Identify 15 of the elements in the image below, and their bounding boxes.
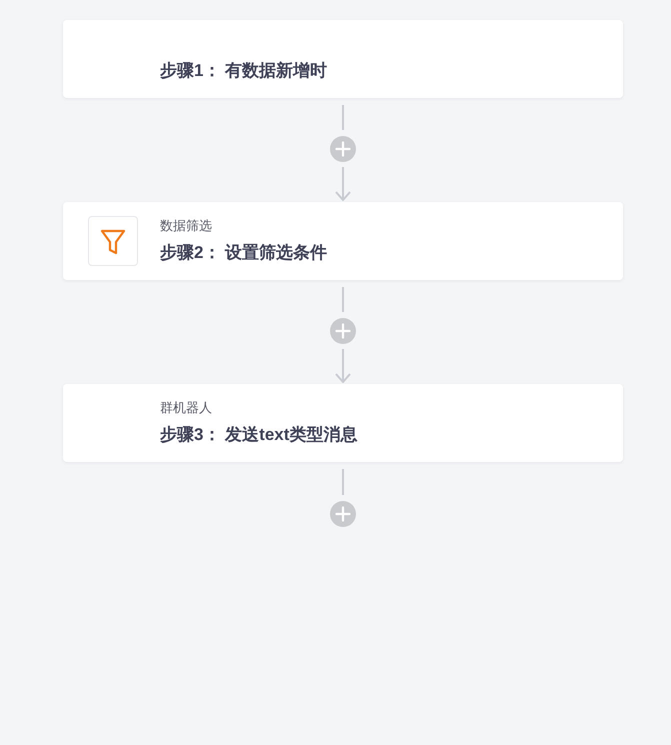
step-subtitle: 数据筛选 xyxy=(160,218,212,234)
step-card xyxy=(63,384,623,462)
step-title: 步骤2： 设置筛选条件 xyxy=(160,242,328,264)
add-step-icon xyxy=(330,501,356,527)
connector-line xyxy=(342,105,344,130)
add-step-icon xyxy=(330,318,356,344)
step-title: 步骤3： 发送text类型消息 xyxy=(160,424,358,446)
add-step-icon xyxy=(330,136,356,162)
arrow xyxy=(335,349,351,383)
connector-line xyxy=(342,287,344,312)
connector-line xyxy=(342,469,344,495)
step-card xyxy=(63,202,623,280)
step-title: 步骤1： 有数据新增时 xyxy=(160,60,328,82)
step-subtitle: 群机器人 xyxy=(160,400,212,416)
arrow xyxy=(335,167,351,201)
